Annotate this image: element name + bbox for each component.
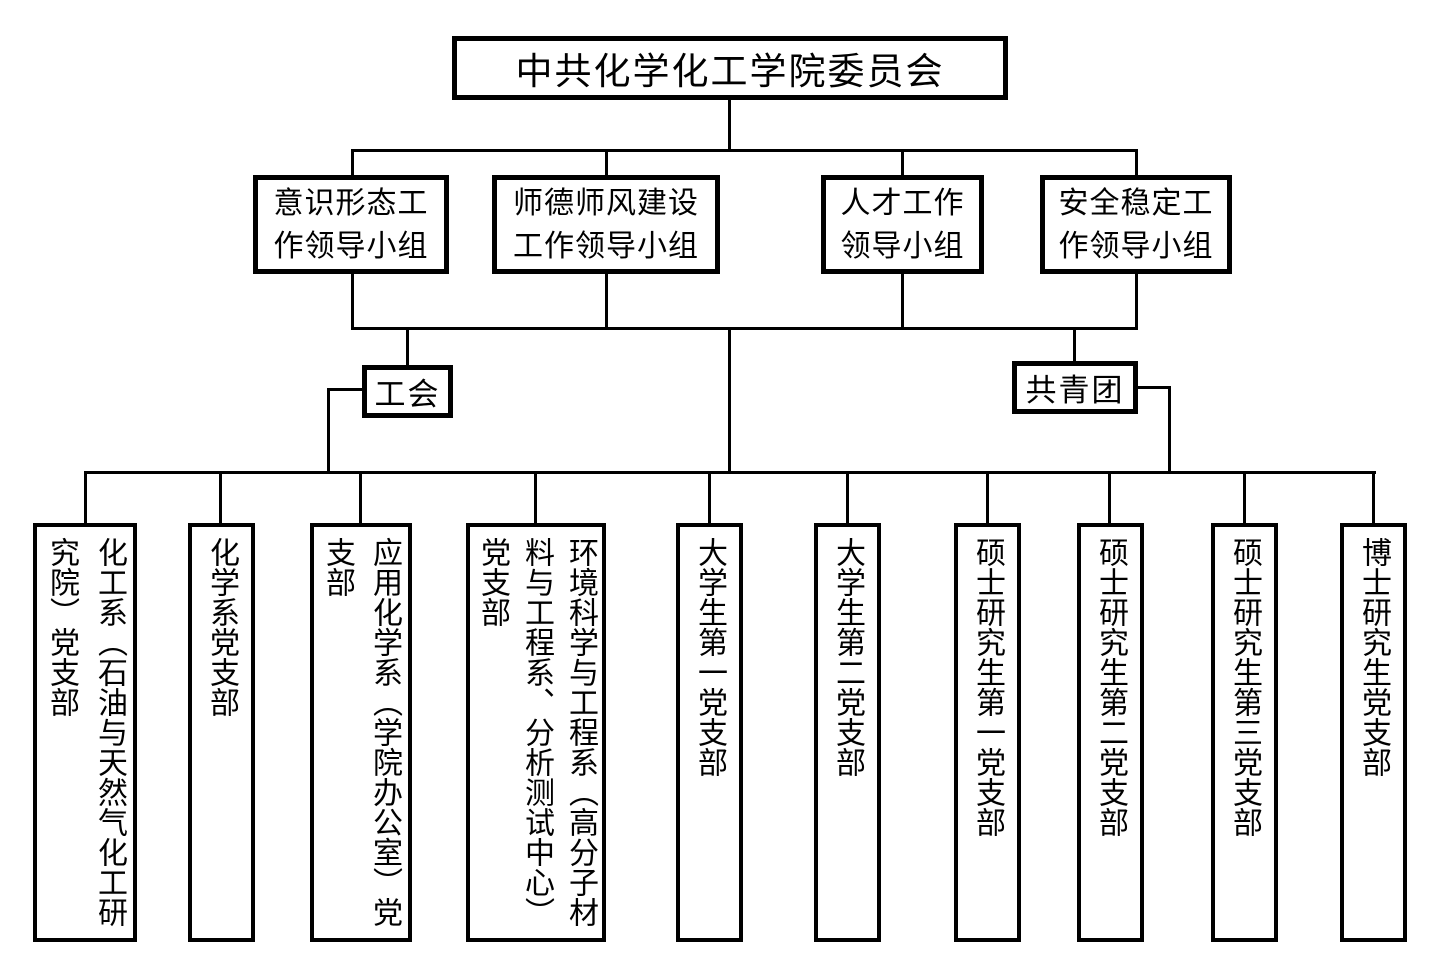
connector-line <box>359 471 362 525</box>
connector-line <box>351 272 354 330</box>
connector-line <box>1243 471 1246 525</box>
connector-line <box>901 272 904 330</box>
connector-line <box>1168 386 1171 474</box>
connector-line <box>846 471 849 525</box>
connector-line <box>85 471 1376 474</box>
node-labor-union: 工会 <box>362 365 453 418</box>
connector-line <box>84 471 87 525</box>
connector-line <box>708 471 711 525</box>
node-teacher-ethics-leading-group: 师德师风建设 工作领导小组 <box>492 175 720 274</box>
connector-line <box>728 99 731 152</box>
connector-line <box>605 272 608 330</box>
connector-line <box>327 388 365 391</box>
node-undergraduate-branch-2: 大学生第二党支部 <box>814 523 881 942</box>
connector-line <box>351 149 1138 152</box>
node-masters-branch-1: 硕士研究生第一党支部 <box>954 523 1021 942</box>
node-undergraduate-branch-1: 大学生第一党支部 <box>676 523 743 942</box>
connector-line <box>534 471 537 525</box>
connector-line <box>728 327 731 474</box>
node-safety-stability-leading-group: 安全稳定工 作领导小组 <box>1040 175 1232 274</box>
node-ideology-leading-group: 意识形态工 作领导小组 <box>253 175 449 274</box>
node-masters-branch-3: 硕士研究生第三党支部 <box>1211 523 1278 942</box>
connector-line <box>406 327 409 367</box>
connector-line <box>351 149 354 178</box>
connector-line <box>1372 471 1375 525</box>
connector-line <box>1135 272 1138 330</box>
connector-line <box>1073 327 1076 363</box>
node-applied-chemistry-branch: 应用化学系（学院办公室）党 支部 <box>310 523 412 942</box>
connector-line <box>327 388 330 473</box>
node-chemistry-branch: 化学系党支部 <box>188 523 255 942</box>
connector-line <box>1108 471 1111 525</box>
node-masters-branch-2: 硕士研究生第二党支部 <box>1077 523 1144 942</box>
node-talent-work-leading-group: 人才工作 领导小组 <box>821 175 984 274</box>
node-party-committee: 中共化学化工学院委员会 <box>452 36 1008 100</box>
connector-line <box>219 471 222 525</box>
node-doctoral-branch: 博士研究生党支部 <box>1340 523 1407 942</box>
node-chemical-engineering-branch: 化工系（石油与天然气化工研 究院）党支部 <box>33 523 137 942</box>
connector-line <box>1135 386 1171 389</box>
connector-line <box>901 149 904 178</box>
node-environmental-science-branch: 环境科学与工程系（高分子材 料与工程系、分析测试中心） 党支部 <box>466 523 606 942</box>
connector-line <box>1135 149 1138 178</box>
connector-line <box>605 149 608 178</box>
connector-line <box>986 471 989 525</box>
node-youth-league: 共青团 <box>1012 361 1138 414</box>
connector-line <box>351 327 1138 330</box>
